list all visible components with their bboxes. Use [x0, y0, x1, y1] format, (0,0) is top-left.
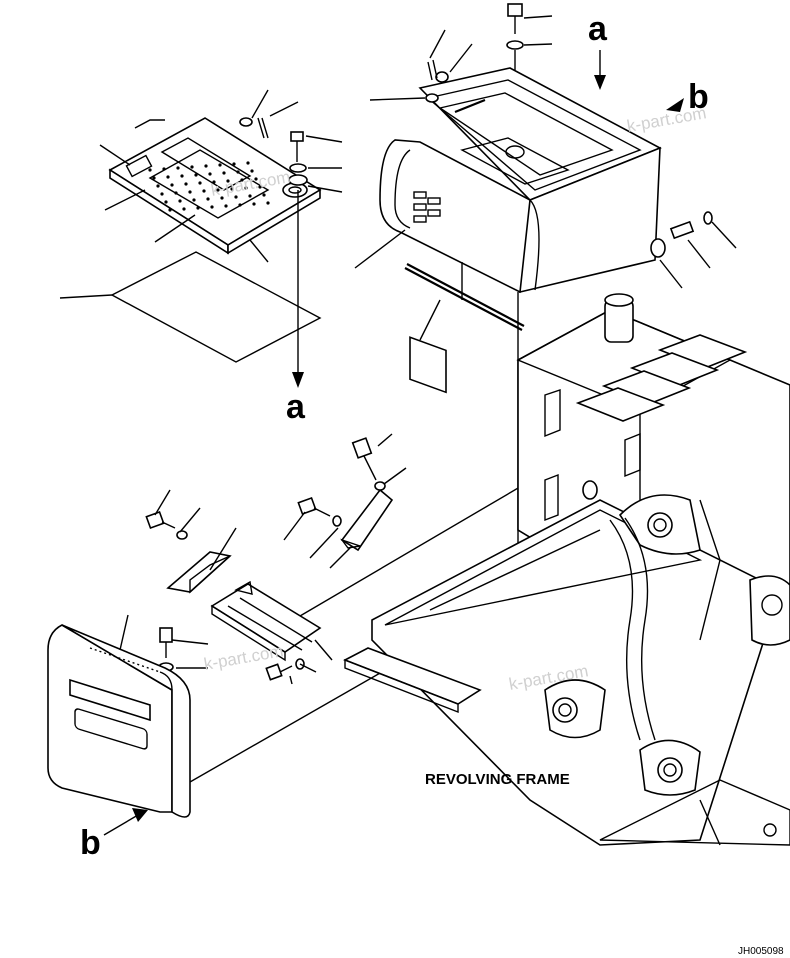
- callout-a-top: a: [588, 10, 608, 48]
- perforation-hole: [244, 186, 248, 190]
- perforation-hole: [212, 180, 216, 184]
- perforation-hole: [198, 181, 202, 185]
- perforation-hole: [202, 189, 206, 193]
- perforation-hole: [182, 207, 186, 211]
- perforation-hole: [246, 161, 250, 165]
- perforation-hole: [230, 187, 234, 191]
- arrow-b-top: [666, 98, 684, 112]
- perforation-hole: [236, 170, 240, 174]
- perforation-hole: [208, 172, 212, 176]
- perforation-hole: [240, 178, 244, 182]
- perforation-hole: [232, 162, 236, 166]
- perforation-hole: [156, 184, 160, 188]
- plate-leaders: [59, 89, 343, 299]
- top-cover-plate: [108, 117, 322, 255]
- perforation-hole: [148, 168, 152, 172]
- perforation-hole: [196, 206, 200, 210]
- perforation-hole: [176, 166, 180, 170]
- arrow-b-bottom: [103, 808, 148, 836]
- front-box: [47, 614, 191, 818]
- perforation-hole: [206, 197, 210, 201]
- perforation-hole: [160, 192, 164, 196]
- perforation-hole: [226, 179, 230, 183]
- gasket-seal: [110, 251, 322, 363]
- callout-b-top: b: [688, 78, 709, 116]
- perforation-hole: [222, 171, 226, 175]
- mid-leaders: [154, 433, 407, 685]
- seal-strip: [404, 263, 525, 331]
- perforation-hole: [170, 183, 174, 187]
- perforation-hole: [220, 196, 224, 200]
- plate-hardware: [134, 117, 308, 186]
- perforation-hole: [218, 163, 222, 167]
- revolving-frame: [343, 293, 790, 846]
- perforation-hole: [178, 199, 182, 203]
- arrow-a-top: [594, 50, 606, 90]
- arrow-a-left: [292, 190, 304, 388]
- perforation-hole: [252, 202, 256, 206]
- watermark-1: k-part.com: [625, 103, 707, 136]
- perforation-hole: [194, 173, 198, 177]
- perforation-hole: [184, 182, 188, 186]
- perforation-hole: [162, 167, 166, 171]
- perforation-hole: [238, 203, 242, 207]
- housing-leaders: [354, 15, 737, 341]
- perforation-hole: [262, 193, 266, 197]
- perforation-hole: [250, 169, 254, 173]
- perforation-hole: [166, 175, 170, 179]
- perforation-hole: [234, 195, 238, 199]
- perforation-hole: [190, 165, 194, 169]
- perforation-hole: [180, 174, 184, 178]
- callout-a-left: a: [286, 388, 306, 426]
- revolving-frame-label: REVOLVING FRAME: [425, 771, 570, 788]
- perforation-hole: [174, 191, 178, 195]
- perforation-hole: [216, 188, 220, 192]
- callout-b-bottom: b: [80, 824, 101, 862]
- perforation-hole: [204, 164, 208, 168]
- upper-housing: [379, 67, 662, 394]
- perforation-hole: [188, 190, 192, 194]
- perforation-hole: [266, 201, 270, 205]
- housing-hardware: [425, 3, 713, 258]
- perforation-hole: [248, 194, 252, 198]
- perforation-hole: [210, 205, 214, 209]
- drawing-code: JH005098: [738, 946, 784, 957]
- perforation-hole: [168, 208, 172, 212]
- perforation-hole: [164, 200, 168, 204]
- perforation-hole: [192, 198, 196, 202]
- perforation-hole: [254, 177, 258, 181]
- mid-brackets: [145, 437, 394, 681]
- perforation-hole: [152, 176, 156, 180]
- perforation-hole: [224, 204, 228, 208]
- perforation-hole: [258, 185, 262, 189]
